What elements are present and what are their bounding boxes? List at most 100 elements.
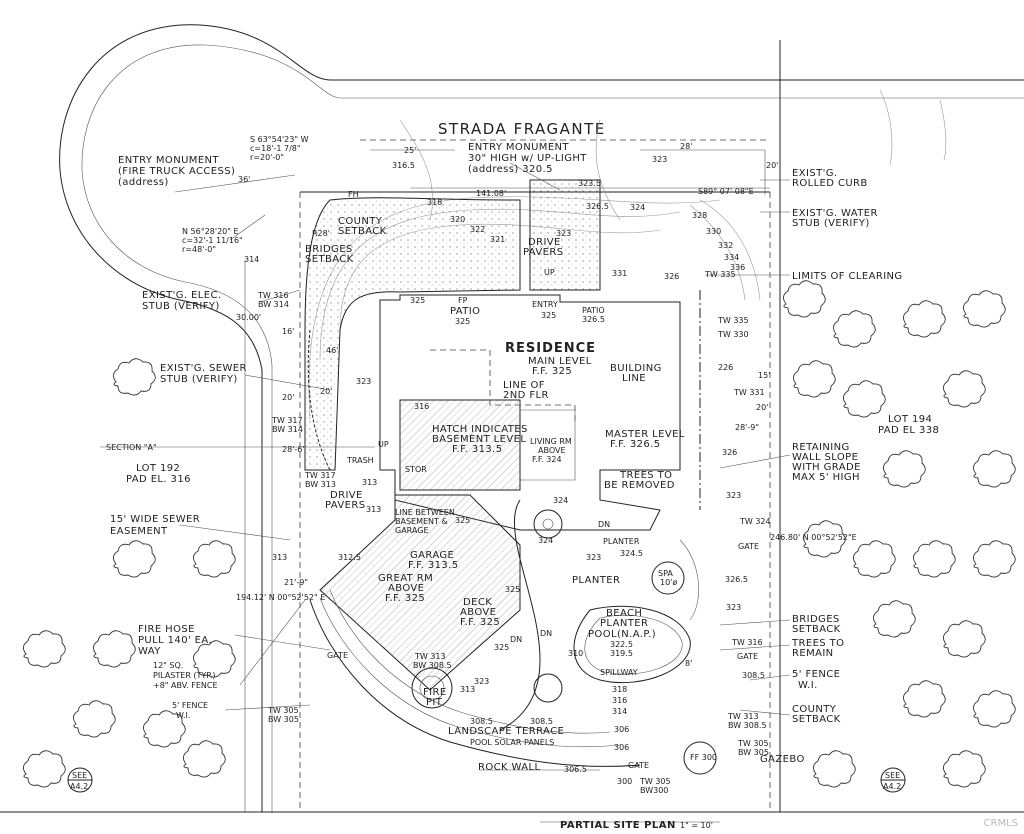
svg-text:A4.2: A4.2 xyxy=(70,782,88,791)
svg-text:LINE: LINE xyxy=(622,373,646,384)
svg-text:PAVERS: PAVERS xyxy=(523,247,563,258)
label-pool: POOL(N.A.P.) xyxy=(588,629,656,640)
svg-text:(address) 320.5: (address) 320.5 xyxy=(468,164,553,175)
svg-text:GATE: GATE xyxy=(738,542,759,551)
svg-text:314: 314 xyxy=(612,707,627,716)
drawing-scale: 1" = 10' xyxy=(680,821,713,830)
svg-text:F.F. 325: F.F. 325 xyxy=(460,617,500,628)
svg-text:BW 305: BW 305 xyxy=(268,715,299,724)
svg-text:141.08': 141.08' xyxy=(476,189,506,198)
svg-text:TW 324: TW 324 xyxy=(739,517,771,526)
dimension-labels: 25' 28' 316.5 323 323.5 141.08' S89° 07'… xyxy=(236,142,857,680)
label-retaining-wall: RETAINING xyxy=(792,442,850,453)
svg-text:313: 313 xyxy=(362,478,377,487)
label-curve1: S 63°54'23" W xyxy=(250,135,309,144)
svg-text:PAVERS: PAVERS xyxy=(325,500,365,511)
svg-text:30.00': 30.00' xyxy=(236,313,261,322)
svg-text:325: 325 xyxy=(505,585,520,594)
svg-text:322: 322 xyxy=(470,225,485,234)
svg-text:BASEMENT &: BASEMENT & xyxy=(395,517,448,526)
label-great-rm: GREAT RM xyxy=(378,573,433,584)
label-drive-pavers-left: DRIVE xyxy=(330,490,363,501)
svg-text:326: 326 xyxy=(664,272,679,281)
label-planter-top: PLANTER xyxy=(603,537,640,546)
svg-text:F.F. 324: F.F. 324 xyxy=(532,455,562,464)
svg-text:336: 336 xyxy=(730,263,745,272)
svg-text:STUB (VERIFY): STUB (VERIFY) xyxy=(792,218,870,229)
svg-text:325: 325 xyxy=(455,317,470,326)
label-beach: BEACH xyxy=(606,608,642,619)
svg-text:324: 324 xyxy=(538,536,553,545)
svg-text:ABOVE: ABOVE xyxy=(460,607,496,618)
svg-text:BW 313: BW 313 xyxy=(305,480,336,489)
svg-text:308.5: 308.5 xyxy=(470,717,493,726)
svg-text:r=48'-0": r=48'-0" xyxy=(182,245,216,254)
label-fence-right: 5' FENCE xyxy=(792,669,840,680)
label-patio-right: PATIO xyxy=(582,306,605,315)
svg-text:20': 20' xyxy=(756,403,768,412)
label-rock-wall: ROCK WALL xyxy=(478,762,540,773)
svg-text:BW 314: BW 314 xyxy=(272,425,303,434)
svg-text:F.F. 326.5: F.F. 326.5 xyxy=(610,439,660,450)
label-trash: TRASH xyxy=(346,456,374,465)
svg-text:STUB (VERIFY): STUB (VERIFY) xyxy=(160,374,238,385)
svg-text:323: 323 xyxy=(356,377,371,386)
svg-text:F.F. 313.5: F.F. 313.5 xyxy=(408,560,458,571)
svg-text:21'-9": 21'-9" xyxy=(284,578,308,587)
dimension-lines xyxy=(244,149,770,812)
svg-text:ABOVE: ABOVE xyxy=(538,446,566,455)
svg-text:194.12' N 00°52'52" E: 194.12' N 00°52'52" E xyxy=(236,593,325,602)
label-exist-curb: EXIST'G. xyxy=(792,168,837,179)
svg-text:GATE: GATE xyxy=(327,651,348,660)
svg-text:323: 323 xyxy=(652,155,667,164)
svg-text:323: 323 xyxy=(726,603,741,612)
label-fh: FH xyxy=(348,190,359,199)
label-living-rm: LIVING RM xyxy=(530,437,572,446)
svg-text:TW 305: TW 305 xyxy=(267,706,299,715)
svg-text:323: 323 xyxy=(726,491,741,500)
label-county-setback: COUNTY xyxy=(338,216,383,227)
svg-text:323: 323 xyxy=(586,553,601,562)
label-fire-hose: FIRE HOSE xyxy=(138,624,195,635)
trees-left xyxy=(22,358,236,788)
svg-text:308.5: 308.5 xyxy=(742,671,765,680)
label-lot-192: LOT 192 xyxy=(136,463,180,474)
retaining-wall-left xyxy=(307,329,331,471)
label-planter-mid: PLANTER xyxy=(572,575,620,586)
label-pilaster: 12" SQ. xyxy=(153,661,183,670)
label-spillway: SPILLWAY xyxy=(600,668,638,677)
label-bridges-right: BRIDGES xyxy=(792,614,840,625)
svg-text:S89° 07' 08"E: S89° 07' 08"E xyxy=(698,187,754,196)
svg-text:318: 318 xyxy=(427,198,442,207)
svg-text:(address): (address) xyxy=(118,177,169,188)
label-exist-elec: EXIST'G. ELEC. xyxy=(142,290,221,301)
svg-text:STUB (VERIFY): STUB (VERIFY) xyxy=(142,301,220,312)
svg-text:324.5: 324.5 xyxy=(620,549,643,558)
svg-text:TW 305: TW 305 xyxy=(737,739,769,748)
cul-de-sac xyxy=(59,24,1024,812)
label-fence-left: 5' FENCE xyxy=(172,701,208,710)
label-hatch: HATCH INDICATES xyxy=(432,424,528,435)
svg-text:TW 330: TW 330 xyxy=(717,330,749,339)
svg-text:MAX 5' HIGH: MAX 5' HIGH xyxy=(792,472,860,483)
svg-text:322.5: 322.5 xyxy=(610,640,633,649)
svg-text:28'-6": 28'-6" xyxy=(282,445,306,454)
svg-text:GATE: GATE xyxy=(628,761,649,770)
svg-text:313: 313 xyxy=(272,553,287,562)
svg-text:PAD EL 338: PAD EL 338 xyxy=(878,425,939,436)
svg-text:r=20'-0": r=20'-0" xyxy=(250,153,284,162)
svg-text:TW 331: TW 331 xyxy=(733,388,765,397)
label-curve2: N 56°28'20" E xyxy=(182,227,239,236)
label-limits-clearing: LIMITS OF CLEARING xyxy=(792,271,903,282)
svg-text:F.F. 313.5: F.F. 313.5 xyxy=(452,444,502,455)
svg-text:306: 306 xyxy=(614,725,629,734)
svg-text:313: 313 xyxy=(460,685,475,694)
svg-text:DN: DN xyxy=(540,629,552,638)
svg-text:PULL 140' EA.: PULL 140' EA. xyxy=(138,635,212,646)
svg-text:PLANTER: PLANTER xyxy=(600,618,648,629)
svg-text:DN: DN xyxy=(598,520,610,529)
annotation-labels: ENTRY MONUMENT (FIRE TRUCK ACCESS) (addr… xyxy=(106,135,939,795)
svg-text:16': 16' xyxy=(282,327,294,336)
svg-text:308.5: 308.5 xyxy=(530,717,553,726)
label-lot-194: LOT 194 xyxy=(888,414,932,425)
